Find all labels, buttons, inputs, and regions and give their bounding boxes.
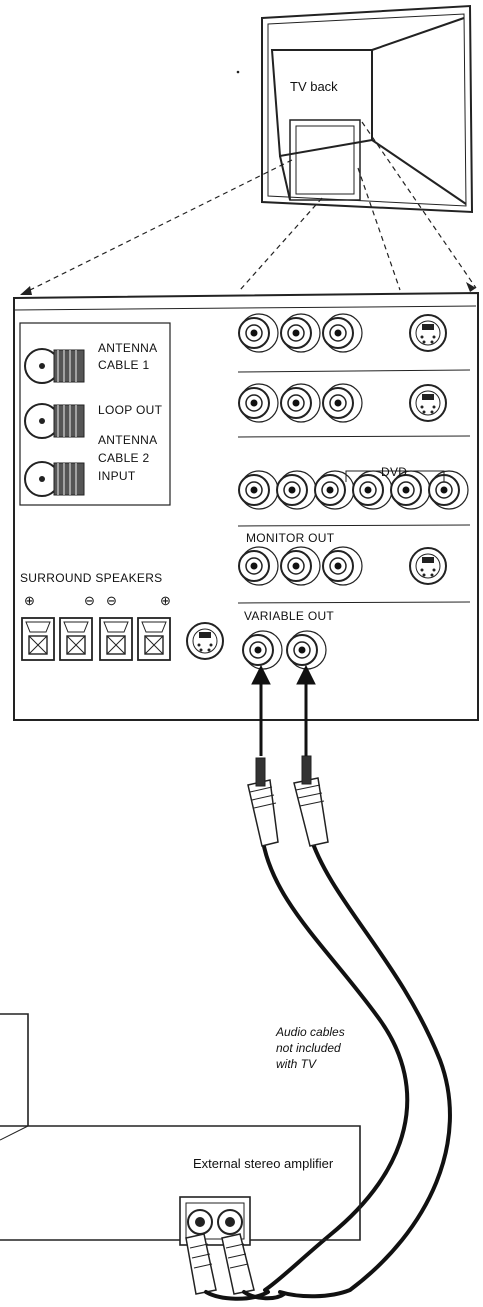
input-2-svideo-jack[interactable] [409, 384, 447, 422]
monitor-out-rca-jack-3[interactable] [322, 546, 363, 586]
monitor-out-svideo-jack[interactable] [409, 547, 447, 585]
audio-cables-note-line3: with TV [276, 1057, 317, 1071]
monitor-out-rca-jack-1[interactable] [238, 546, 279, 586]
antenna-cable-2-label-line2: CABLE 2 [98, 451, 149, 465]
speaker-terminal-3[interactable] [99, 617, 133, 661]
antenna-cable-2-jack[interactable] [24, 461, 85, 497]
tv-back-illustration [261, 4, 474, 214]
audio-cables-note-line1: Audio cables [275, 1025, 345, 1039]
dvd-label: DVD [381, 465, 407, 479]
input-3-dvd-rca-jack-5[interactable] [390, 470, 431, 510]
antenna-cable-2-label-line3: INPUT [98, 469, 136, 483]
rca-plug-right-top [293, 755, 329, 847]
polarity-symbol-3: ⊖ [106, 593, 117, 608]
connection-arrows [251, 664, 316, 756]
antenna-cable-1-label-line2: CABLE 1 [98, 358, 149, 372]
dvd-bracket [345, 470, 445, 482]
loop-out-jack[interactable] [24, 403, 85, 439]
tv-back-dot [236, 70, 240, 74]
surround-speakers-label: SURROUND SPEAKERS [20, 571, 162, 585]
polarity-symbol-2: ⊖ [84, 593, 95, 608]
input-3-dvd-rca-jack-2[interactable] [276, 470, 317, 510]
rca-plug-right-bottom [221, 1233, 255, 1295]
input-3-dvd-rca-jack-3[interactable] [314, 470, 355, 510]
antenna-cable-1-jack[interactable] [24, 348, 85, 384]
amplifier-label: External stereo amplifier [193, 1156, 334, 1171]
speaker-terminals [21, 617, 171, 661]
projection-arrowhead-right [466, 282, 476, 292]
input-1-svideo-jack[interactable] [409, 314, 447, 352]
rca-plug-left-top [247, 757, 279, 847]
input-3-dvd-rca-jack-6[interactable] [428, 470, 469, 510]
tv-back-label: TV back [290, 79, 338, 94]
polarity-symbol-4: ⊕ [160, 593, 171, 608]
polarity-symbol-1: ⊕ [24, 593, 35, 608]
audio-cables-note-line2: not included [276, 1041, 341, 1055]
antenna-cable-1-label-line1: ANTENNA [98, 341, 157, 355]
input-2-rca-jack-2[interactable] [280, 383, 321, 423]
monitor-out-label: MONITOR OUT [246, 531, 335, 545]
svideo-jack-speaker-row[interactable] [186, 622, 224, 660]
variable-out-rca-jack-2[interactable] [286, 630, 327, 670]
audio-cables [260, 833, 452, 1299]
variable-out-rca-jack-1[interactable] [242, 630, 283, 670]
antenna-jack-group [19, 322, 171, 506]
bottom-cable-tails [204, 1290, 286, 1301]
input-2-rca-jack-3[interactable] [322, 383, 363, 423]
input-1-rca-jack-2[interactable] [280, 313, 321, 353]
amplifier-jack-left[interactable] [187, 1209, 213, 1235]
speaker-terminal-4[interactable] [137, 617, 171, 661]
monitor-out-rca-jack-2[interactable] [280, 546, 321, 586]
loop-out-label: LOOP OUT [98, 403, 163, 417]
speaker-terminal-1[interactable] [21, 617, 55, 661]
rca-jack-rows [238, 313, 469, 670]
input-1-rca-jack-1[interactable] [238, 313, 279, 353]
input-2-rca-jack-1[interactable] [238, 383, 279, 423]
antenna-cable-2-label-line1: ANTENNA [98, 433, 157, 447]
projection-arrowhead-left [20, 286, 32, 295]
row-separators [237, 369, 471, 604]
amplifier-jack-right[interactable] [217, 1209, 243, 1235]
input-3-dvd-rca-jack-4[interactable] [352, 470, 393, 510]
variable-out-label: VARIABLE OUT [244, 609, 334, 623]
projection-lines [19, 121, 477, 296]
rca-plug-left-bottom [185, 1233, 217, 1295]
speaker-terminal-2[interactable] [59, 617, 93, 661]
input-3-dvd-rca-jack-1[interactable] [238, 470, 279, 510]
input-1-rca-jack-3[interactable] [322, 313, 363, 353]
